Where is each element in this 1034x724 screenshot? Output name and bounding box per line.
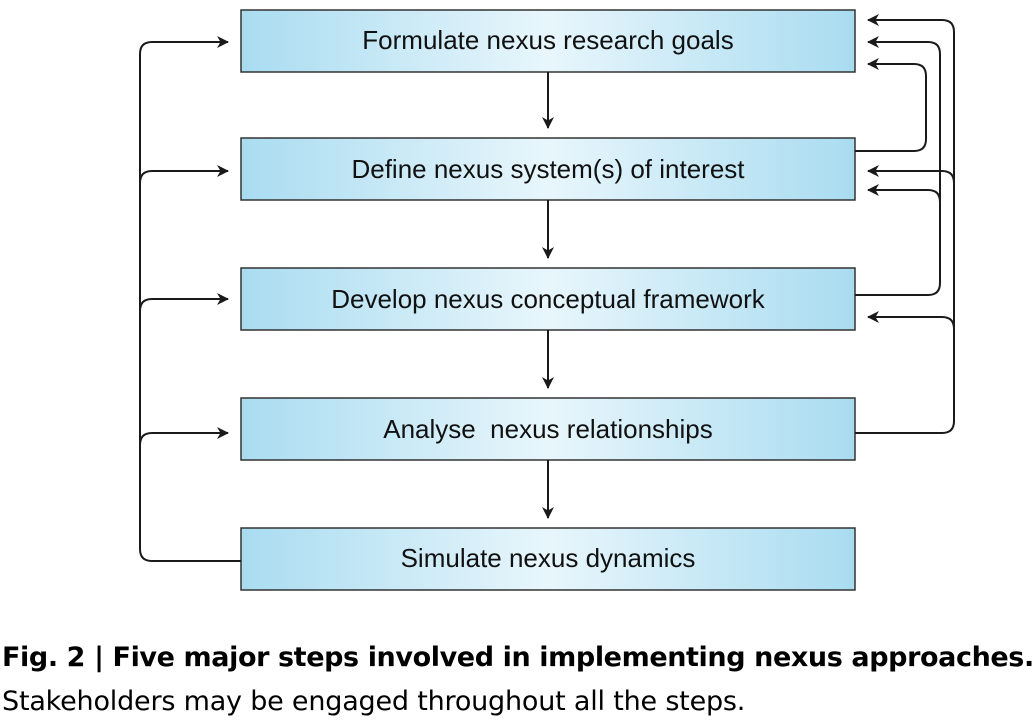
feedback-to-system — [139, 165, 229, 184]
feedback-system-to-goals — [855, 58, 927, 152]
step-label-system: Define nexus system(s) of interest — [351, 154, 745, 184]
step-box-goals: Formulate nexus research goals — [240, 9, 856, 73]
caption-title: Fig. 2 | Five major steps involved in im… — [2, 642, 1034, 673]
feedback-framework-to-system — [867, 184, 941, 203]
feedback-analyse-line — [855, 14, 955, 434]
feedback-analyse-to-system — [867, 165, 955, 184]
step-box-simulate: Simulate nexus dynamics — [240, 527, 856, 591]
feedback-to-analyse — [139, 427, 229, 446]
feedback-simulate-line — [139, 36, 241, 562]
right-feedback-loops — [855, 14, 955, 434]
step-label-goals: Formulate nexus research goals — [362, 25, 733, 55]
step-label-simulate: Simulate nexus dynamics — [401, 543, 696, 573]
step-label-analyse: Analyse nexus relationships — [383, 414, 713, 444]
figure-caption: Fig. 2 | Five major steps involved in im… — [2, 636, 1034, 724]
feedback-to-framework — [139, 293, 229, 312]
nexus-steps-flowchart: Formulate nexus research goals Define ne… — [139, 9, 955, 591]
feedback-framework-line — [855, 36, 941, 296]
caption-body: Stakeholders may be engaged throughout a… — [2, 686, 746, 717]
feedback-analyse-to-framework — [867, 311, 955, 330]
step-box-framework: Develop nexus conceptual framework — [240, 267, 856, 331]
left-feedback-loops — [139, 36, 241, 562]
step-box-analyse: Analyse nexus relationships — [240, 397, 856, 461]
step-box-system: Define nexus system(s) of interest — [240, 137, 856, 201]
step-label-framework: Develop nexus conceptual framework — [331, 284, 766, 314]
